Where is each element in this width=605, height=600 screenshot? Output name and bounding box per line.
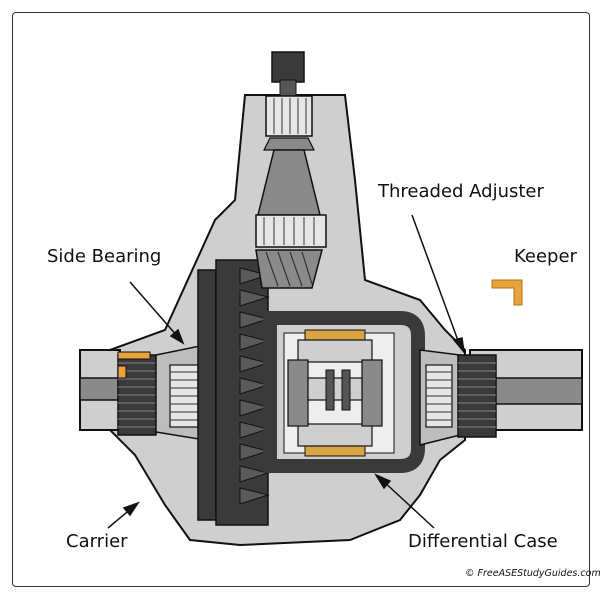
right-side-bearing (419, 349, 461, 446)
side-bearing-label: Side Bearing (47, 246, 162, 267)
threaded-adjuster-label: Threaded Adjuster (378, 181, 544, 202)
differential-case-label: Differential Case (408, 531, 558, 552)
threaded-adjuster-arrowhead (452, 337, 466, 355)
copyright-notice: © FreeASEStudyGuides.com (465, 568, 601, 579)
differential-case-leader (381, 479, 435, 529)
pinion-assembly (255, 51, 327, 289)
left-keeper-bar (117, 351, 151, 360)
right-threaded-adjuster (457, 354, 497, 438)
carrier-arrowhead (122, 501, 140, 517)
ring-gear-flange (197, 269, 217, 521)
threaded-adjuster-leader (411, 214, 461, 347)
keeper-label: Keeper (514, 246, 577, 267)
keeper-icon (491, 279, 523, 306)
left-keeper-tab (117, 365, 127, 379)
ring-gear (215, 259, 270, 526)
side-bearing-leader (129, 281, 179, 338)
differential-case-arrowhead (374, 473, 392, 490)
differential-case (263, 311, 425, 473)
carrier-label: Carrier (66, 531, 128, 552)
side-bearing-arrowhead (169, 328, 185, 345)
